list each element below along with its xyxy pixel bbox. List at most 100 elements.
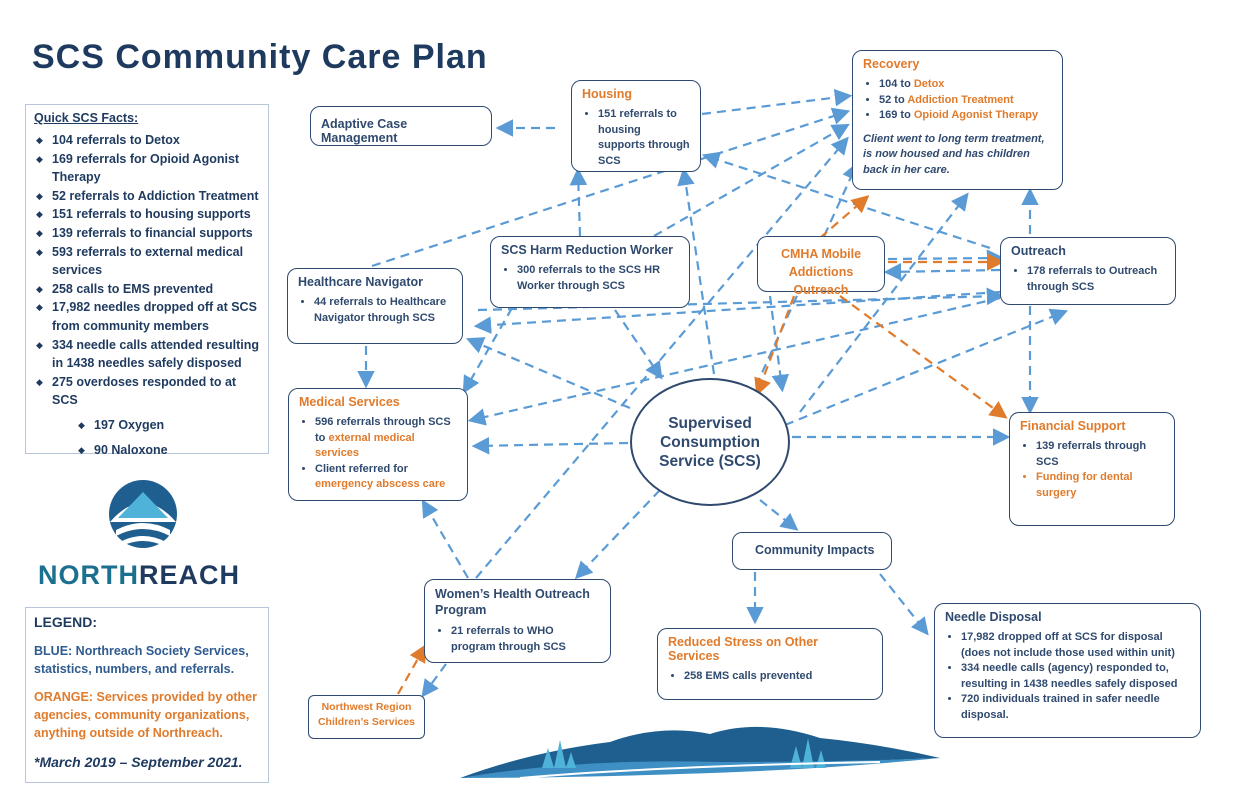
arrow-center-navigator: [465, 337, 631, 410]
legend-date: *March 2019 – September 2021.: [34, 754, 243, 770]
node-item: 596 referrals through SCS to external me…: [315, 415, 457, 462]
item-text: Client referred for: [315, 462, 408, 475]
arrow-housing-recovery: [701, 88, 853, 116]
node-item: 300 referrals to the SCS HR Worker throu…: [517, 263, 679, 294]
arrow-center-womens: [574, 489, 661, 580]
node-title: Financial Support: [1020, 419, 1126, 433]
fact-item: 275 overdoses responded to at SCS: [34, 373, 260, 410]
node-title: Medical Services: [299, 395, 400, 409]
arrow-harm-housing: [569, 167, 588, 237]
arrow-outreach-navigator: [473, 290, 1001, 334]
item-count: 52 to: [879, 93, 908, 106]
arrow-center-community: [759, 499, 799, 531]
node-title: Reduced Stress on Other Services: [668, 635, 819, 663]
item-count: 169 to: [879, 109, 914, 121]
page-title: SCS Community Care Plan: [32, 38, 488, 76]
recovery-note: Client went to long term treatment, is n…: [863, 132, 1045, 176]
node-item: 178 referrals to Outreach through SCS: [1027, 264, 1165, 295]
node-item: Client referred for emergency abscess ca…: [315, 462, 457, 493]
item-service: external medical services: [315, 431, 415, 460]
node-title: CMHA Mobile Addictions Outreach: [780, 247, 862, 297]
node-outreach: Outreach 178 referrals to Outreach throu…: [1000, 237, 1176, 305]
node-item: 720 individuals trained in safer needle …: [961, 692, 1190, 723]
node-harm-reduction-worker: SCS Harm Reduction Worker 300 referrals …: [490, 236, 690, 308]
item-count: 104 to: [879, 78, 914, 90]
arrow-womens-recovery: [475, 136, 849, 579]
fact-item: 258 calls to EMS prevented: [34, 280, 260, 299]
item-service: Addiction Treatment: [907, 93, 1014, 106]
node-title: Adaptive Case Management: [321, 117, 408, 145]
node-northwest-region-childrens-services: Northwest Region Children’s Services: [308, 695, 425, 739]
legend-blue: BLUE: Northreach Society Services, stati…: [34, 644, 249, 676]
legend-heading: LEGEND:: [34, 614, 97, 630]
node-title: Women’s Health Outreach Program: [435, 587, 590, 617]
arrow-center-outreach: [784, 308, 1069, 427]
arrow-womens-nwr: [421, 663, 447, 698]
node-womens-health-outreach: Women’s Health Outreach Program 21 refer…: [424, 579, 611, 663]
node-adaptive-case-management: Adaptive Case Management: [310, 106, 492, 146]
item-text: 596 referrals through SCS to: [315, 416, 451, 444]
arrow-harm-recovery: [653, 123, 850, 237]
node-item: 21 referrals to WHO program through SCS: [451, 624, 600, 655]
node-supervised-consumption-service: Supervised Consumption Service (SCS): [630, 378, 790, 506]
fact-item: 104 referrals to Detox: [34, 131, 260, 150]
fact-item: 151 referrals to housing supports: [34, 205, 260, 224]
fact-item: 52 referrals to Addiction Treatment: [34, 187, 260, 206]
arrow-outreach-housing: [701, 151, 991, 250]
fact-item: 593 referrals to external medical servic…: [34, 243, 260, 280]
arrow-cmha-recovery: [819, 195, 870, 239]
node-cmha-outreach: CMHA Mobile Addictions Outreach: [757, 236, 885, 297]
brand-north: NORTH: [38, 560, 139, 590]
node-item: 104 to Detox: [879, 77, 1052, 93]
legend-panel: LEGEND: BLUE: Northreach Society Service…: [25, 607, 269, 783]
legend-orange: ORANGE: Services provided by other agenc…: [34, 690, 257, 740]
node-title: Outreach: [1011, 244, 1066, 258]
fact-item: 169 referrals for Opioid Agonist Therapy: [34, 150, 260, 187]
node-title: Community Impacts: [755, 543, 875, 557]
item-service: Detox: [913, 78, 945, 90]
arrow-cmha-financial: [839, 295, 1008, 419]
node-needle-disposal: Needle Disposal 17,982 dropped off at SC…: [934, 603, 1201, 738]
node-medical-services: Medical Services 596 referrals through S…: [288, 388, 468, 501]
fact-item: 17,982 needles dropped off at SCS from c…: [34, 298, 260, 335]
item-service: Opioid Agonist Therapy: [913, 109, 1039, 121]
arrow-navigator-outreach: [477, 287, 1005, 312]
fact-item: 139 referrals to financial supports: [34, 224, 260, 243]
arrow-center-recovery-2: [799, 192, 969, 413]
arrow-outreach-medical: [467, 296, 1001, 426]
node-item: 334 needle calls (agency) responded to, …: [961, 661, 1190, 692]
node-item: 139 referrals through SCS: [1036, 439, 1164, 470]
node-item: 169 to Opioid Agonist Therapy: [879, 108, 1052, 124]
node-item: 17,982 dropped off at SCS for disposal (…: [961, 630, 1190, 661]
arrow-womens-medical: [421, 499, 469, 579]
fact-item: 334 needle calls attended resulting in 1…: [34, 336, 260, 373]
arrow-cmha-center-orange: [754, 295, 796, 397]
item-service: emergency abscess care: [315, 478, 446, 490]
mountain-logo-icon: [109, 480, 177, 548]
node-item: 52 to Addiction Treatment: [879, 93, 1052, 109]
fact-sub-item: 90 Naloxone: [34, 441, 260, 460]
arrow-navigator-recovery: [371, 107, 851, 268]
arrow-cmha-outreach: [887, 249, 1005, 267]
node-item: Funding for dental surgery: [1036, 470, 1164, 501]
arrow-nwr-womens: [397, 644, 427, 695]
node-recovery: Recovery 104 to Detox 52 to Addiction Tr…: [852, 50, 1063, 190]
arrow-outreach-cmha: [883, 262, 1001, 281]
arrow-center-medical: [471, 436, 629, 455]
quick-facts-panel: Quick SCS Facts: 104 referrals to Detox …: [25, 104, 269, 459]
node-title: Healthcare Navigator: [298, 275, 424, 289]
mountain-trees-icon: [460, 726, 940, 779]
node-reduced-stress: Reduced Stress on Other Services 258 EMS…: [657, 628, 883, 700]
arrow-center-housing: [677, 167, 716, 375]
brand-wordmark: NORTHREACH: [38, 560, 240, 591]
node-title: Recovery: [863, 57, 920, 71]
arrow-harm-center: [614, 309, 663, 380]
node-healthcare-navigator: Healthcare Navigator 44 referrals to Hea…: [287, 268, 463, 344]
node-housing: Housing 151 referrals to housing support…: [571, 80, 701, 172]
node-financial-support: Financial Support 139 referrals through …: [1009, 412, 1175, 526]
node-title: SCS Harm Reduction Worker: [501, 243, 674, 257]
arrow-community-needle: [879, 573, 929, 636]
fact-sub-item: 197 Oxygen: [34, 416, 260, 435]
node-item: 151 referrals to housing supports throug…: [598, 107, 690, 169]
